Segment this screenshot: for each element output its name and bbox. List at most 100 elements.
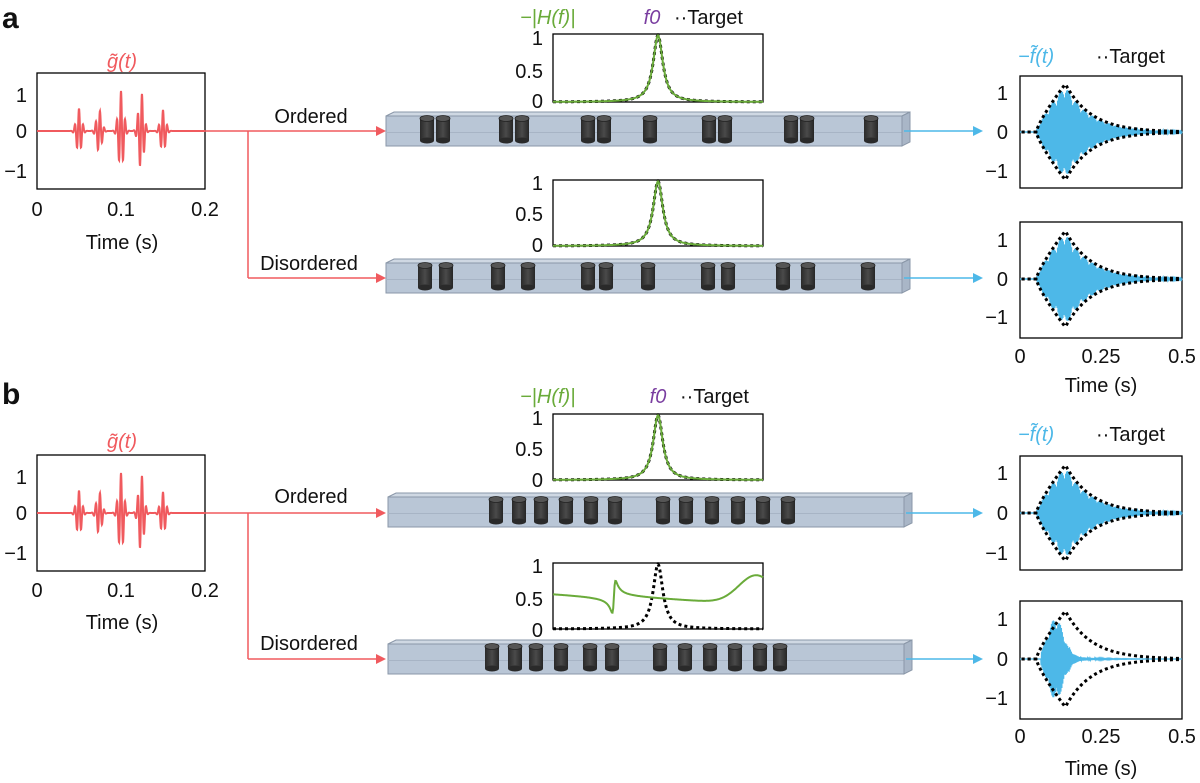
x-tick-label: 0.2 bbox=[191, 580, 219, 602]
x-axis-label: Time (s) bbox=[1065, 758, 1138, 780]
legend-f0: f0 bbox=[650, 386, 667, 408]
legend-target: ··Target bbox=[1096, 424, 1165, 446]
resonator-cylinder bbox=[752, 643, 768, 672]
resonator-cylinder bbox=[438, 262, 454, 291]
resonator-cylinder bbox=[704, 496, 720, 525]
x-tick-label: 0.25 bbox=[1082, 726, 1121, 748]
legend-h: −|H(f)| bbox=[520, 7, 575, 29]
target-envelope-line bbox=[1021, 130, 1183, 182]
resonator-cylinder bbox=[507, 643, 523, 672]
resonator-cylinder bbox=[419, 115, 435, 144]
resonator-cylinder bbox=[730, 496, 746, 525]
y-tick-label: 0 bbox=[997, 269, 1008, 291]
target-envelope-line bbox=[1021, 229, 1183, 281]
target-envelope-line bbox=[1021, 609, 1183, 661]
spectrum-frame bbox=[552, 413, 764, 481]
resonator-cylinder bbox=[780, 496, 796, 525]
resonator-cylinder bbox=[727, 643, 743, 672]
resonator-cylinder bbox=[717, 115, 733, 144]
spectrum-line bbox=[553, 33, 763, 103]
y-tick-label: 0 bbox=[997, 122, 1008, 144]
waveguide-ordered bbox=[385, 111, 911, 147]
resonator-cylinder bbox=[860, 262, 876, 291]
target-spectrum-line bbox=[553, 561, 763, 631]
resonator-cylinder bbox=[642, 115, 658, 144]
resonator-cylinder bbox=[783, 115, 799, 144]
branch-arrows: Ordered Disordered bbox=[205, 106, 386, 283]
resonator-cylinder bbox=[580, 115, 596, 144]
resonator-cylinder bbox=[678, 496, 694, 525]
spectrum-frame bbox=[552, 33, 764, 103]
resonator-cylinder bbox=[511, 496, 527, 525]
resonator-cylinder bbox=[702, 643, 718, 672]
resonator-cylinder bbox=[604, 643, 620, 672]
waveguide-disordered bbox=[385, 258, 911, 294]
resonator-cylinder bbox=[700, 262, 716, 291]
resonator-cylinder bbox=[640, 262, 656, 291]
x-tick-label: 0 bbox=[31, 199, 42, 221]
y-tick-label: 1 bbox=[16, 467, 27, 489]
resonator-cylinder bbox=[772, 643, 788, 672]
x-tick-label: 0.1 bbox=[107, 199, 135, 221]
y-tick-label: 1 bbox=[532, 173, 543, 195]
y-tick-label: 0 bbox=[532, 470, 543, 492]
y-tick-label: 1 bbox=[532, 408, 543, 430]
waveguide-disordered bbox=[387, 639, 913, 675]
resonator-cylinder bbox=[553, 643, 569, 672]
spectrum-legend: −|H(f)| f0 ··Target bbox=[520, 386, 749, 408]
x-axis-label: Time (s) bbox=[1065, 375, 1138, 397]
y-tick-label: 1 bbox=[532, 28, 543, 50]
waveguide-ordered bbox=[387, 492, 913, 528]
resonator-cylinder bbox=[863, 115, 879, 144]
resonator-cylinder bbox=[677, 643, 693, 672]
x-axis-label: Time (s) bbox=[86, 232, 159, 254]
legend-f: −f̃(t) bbox=[1018, 422, 1054, 446]
legend-f: −f̃(t) bbox=[1018, 44, 1054, 68]
y-tick-label: 1 bbox=[997, 463, 1008, 485]
spectrum-line bbox=[553, 413, 763, 481]
y-tick-label: 0.5 bbox=[515, 61, 543, 83]
spectrum-frame bbox=[552, 562, 764, 630]
target-envelope-line bbox=[1021, 277, 1183, 329]
y-tick-label: 0 bbox=[532, 620, 543, 642]
input-signal-line bbox=[37, 90, 205, 167]
y-tick-label: −1 bbox=[985, 307, 1008, 329]
input-title: g̃(t) bbox=[107, 431, 137, 453]
y-tick-label: 0 bbox=[16, 121, 27, 143]
panel-b: b g̃(t) 1 0 −1 0 0.1 0.2 Time (s) Ordere… bbox=[2, 378, 1196, 780]
y-tick-label: 0 bbox=[532, 91, 543, 113]
spectrum-frame bbox=[552, 179, 764, 247]
resonator-cylinder bbox=[484, 643, 500, 672]
waveguide-body bbox=[387, 496, 905, 528]
branch-arrows: Ordered Disordered bbox=[205, 486, 386, 664]
y-tick-label: 0 bbox=[16, 503, 27, 525]
y-tick-label: 1 bbox=[997, 230, 1008, 252]
input-plot: g̃(t) 1 0 −1 0 0.1 0.2 Time (s) bbox=[4, 431, 219, 634]
resonator-cylinder bbox=[580, 262, 596, 291]
x-tick-label: 0.2 bbox=[191, 199, 219, 221]
input-title: g̃(t) bbox=[107, 51, 137, 73]
spectrum-plot: 1 0.5 0 bbox=[515, 408, 764, 492]
target-envelope-line bbox=[1021, 463, 1183, 515]
legend-h: −|H(f)| bbox=[520, 386, 575, 408]
branch-label-ordered: Ordered bbox=[274, 106, 347, 128]
x-tick-label: 0 bbox=[1014, 346, 1025, 368]
x-tick-label: 0.5 bbox=[1168, 726, 1196, 748]
target-envelope-line bbox=[1021, 657, 1183, 709]
panel-letter: a bbox=[2, 2, 19, 35]
x-axis-label: Time (s) bbox=[86, 612, 159, 634]
resonator-cylinder bbox=[488, 496, 504, 525]
resonator-cylinder bbox=[582, 643, 598, 672]
y-tick-label: 1 bbox=[997, 83, 1008, 105]
legend-target: ··Target bbox=[680, 386, 749, 408]
spectrum-line bbox=[553, 179, 763, 247]
spectrum-legend: −|H(f)| f0 ··Target bbox=[520, 7, 743, 29]
resonator-cylinder bbox=[533, 496, 549, 525]
y-tick-label: 0.5 bbox=[515, 439, 543, 461]
resonator-cylinder bbox=[775, 262, 791, 291]
y-tick-label: 0.5 bbox=[515, 204, 543, 226]
resonator-cylinder bbox=[799, 115, 815, 144]
y-tick-label: −1 bbox=[985, 688, 1008, 710]
spectrum-plot: 1 0.5 0 bbox=[515, 556, 764, 642]
